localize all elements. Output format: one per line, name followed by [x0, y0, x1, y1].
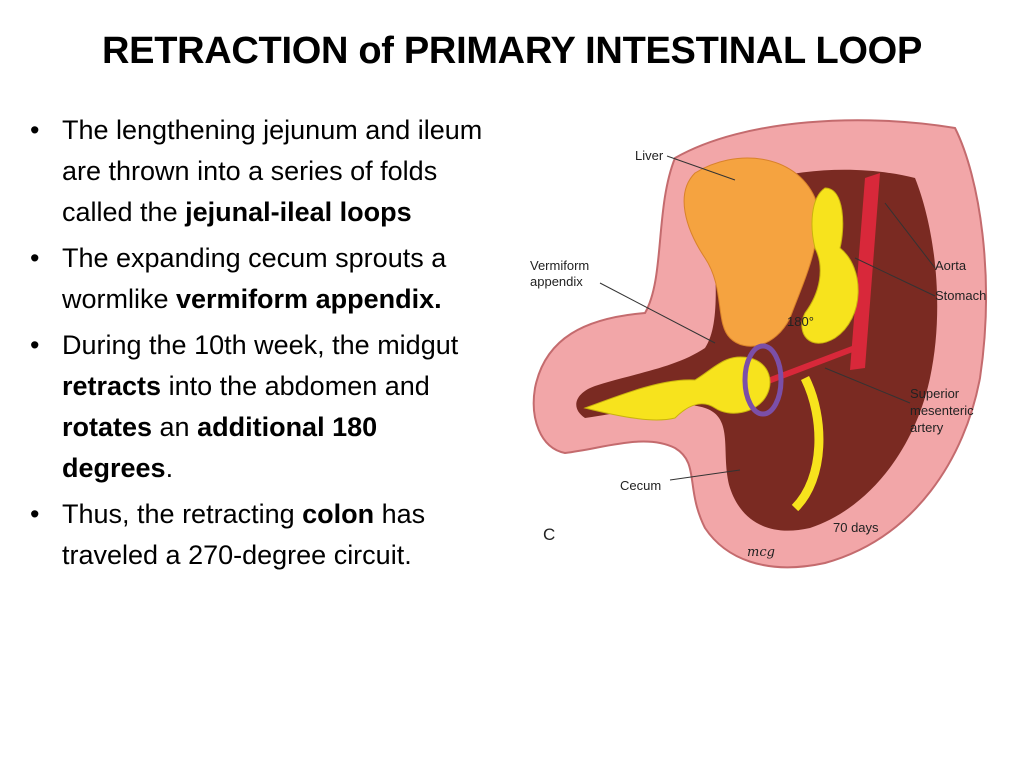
label-angle: 180° — [787, 314, 814, 329]
slide-title: RETRACTION of PRIMARY INTESTINAL LOOP — [102, 30, 922, 72]
bullet-text: has traveled a 270-degree circuit. — [62, 499, 426, 570]
bullet-item: •The expanding cecum sprouts a wormlike … — [30, 238, 490, 320]
bullet-item: • During the 10th week, the midgut retrac… — [30, 325, 490, 489]
label-artery: artery — [910, 420, 944, 435]
label-cecum: Cecum — [620, 478, 661, 493]
bullet-text: The expanding cecum sprouts a wormlike — [62, 243, 447, 314]
bullet-item: • The lengthening jejunum and ileum are t… — [30, 110, 490, 233]
label-panel: C — [543, 525, 555, 544]
bullet-text: an — [152, 412, 198, 442]
bullet-marker: • — [30, 330, 40, 360]
label-liver: Liver — [635, 148, 664, 163]
bullet-text: During the 10th week, the midgut — [62, 330, 459, 360]
rotation-arrow — [742, 343, 784, 417]
gut-limb — [791, 375, 824, 512]
bullet-emphasis: jejunal-ileal loops — [185, 197, 412, 227]
label-superior: Superior — [910, 386, 960, 401]
bullet-marker: • — [30, 499, 40, 529]
label-mesenteric: mesenteric — [910, 403, 974, 418]
label-days: 70 days — [833, 520, 879, 535]
superior-mesenteric-artery — [753, 345, 857, 389]
embryo-diagram: Liver Vermiform appendix Aorta Stomach 1… — [525, 118, 1005, 578]
label-stomach: Stomach — [935, 288, 986, 303]
aorta — [850, 173, 880, 370]
label-appendix: appendix — [530, 274, 583, 289]
bullet-item: • Thus, the retracting colon has traveled… — [30, 494, 490, 576]
bullet-emphasis: colon — [302, 499, 375, 529]
bullet-emphasis: rotates — [62, 412, 153, 442]
label-signature: mcg — [747, 545, 775, 560]
bullet-emphasis: vermiform appendix. — [176, 284, 442, 314]
bullet-marker: • — [30, 243, 40, 273]
bullet-emphasis: retracts — [62, 371, 162, 401]
label-aorta: Aorta — [935, 258, 967, 273]
intestinal-loops — [583, 356, 771, 421]
bullet-emphasis: additional 180 degrees — [62, 412, 378, 483]
bullet-text: into the abdomen and — [161, 371, 430, 401]
stomach — [801, 187, 859, 344]
bullet-text: Thus, the retracting — [62, 499, 303, 529]
liver — [683, 157, 819, 347]
bullet-text: . — [165, 453, 174, 483]
embryo-diagram-svg: Liver Vermiform appendix Aorta Stomach 1… — [530, 119, 987, 569]
bullet-text: The lengthening jejunum and ileum are th… — [62, 115, 483, 227]
bullet-marker: • — [30, 115, 40, 145]
label-vermiform: Vermiform — [530, 258, 589, 273]
bullet-list: • The lengthening jejunum and ileum are t… — [30, 110, 490, 581]
